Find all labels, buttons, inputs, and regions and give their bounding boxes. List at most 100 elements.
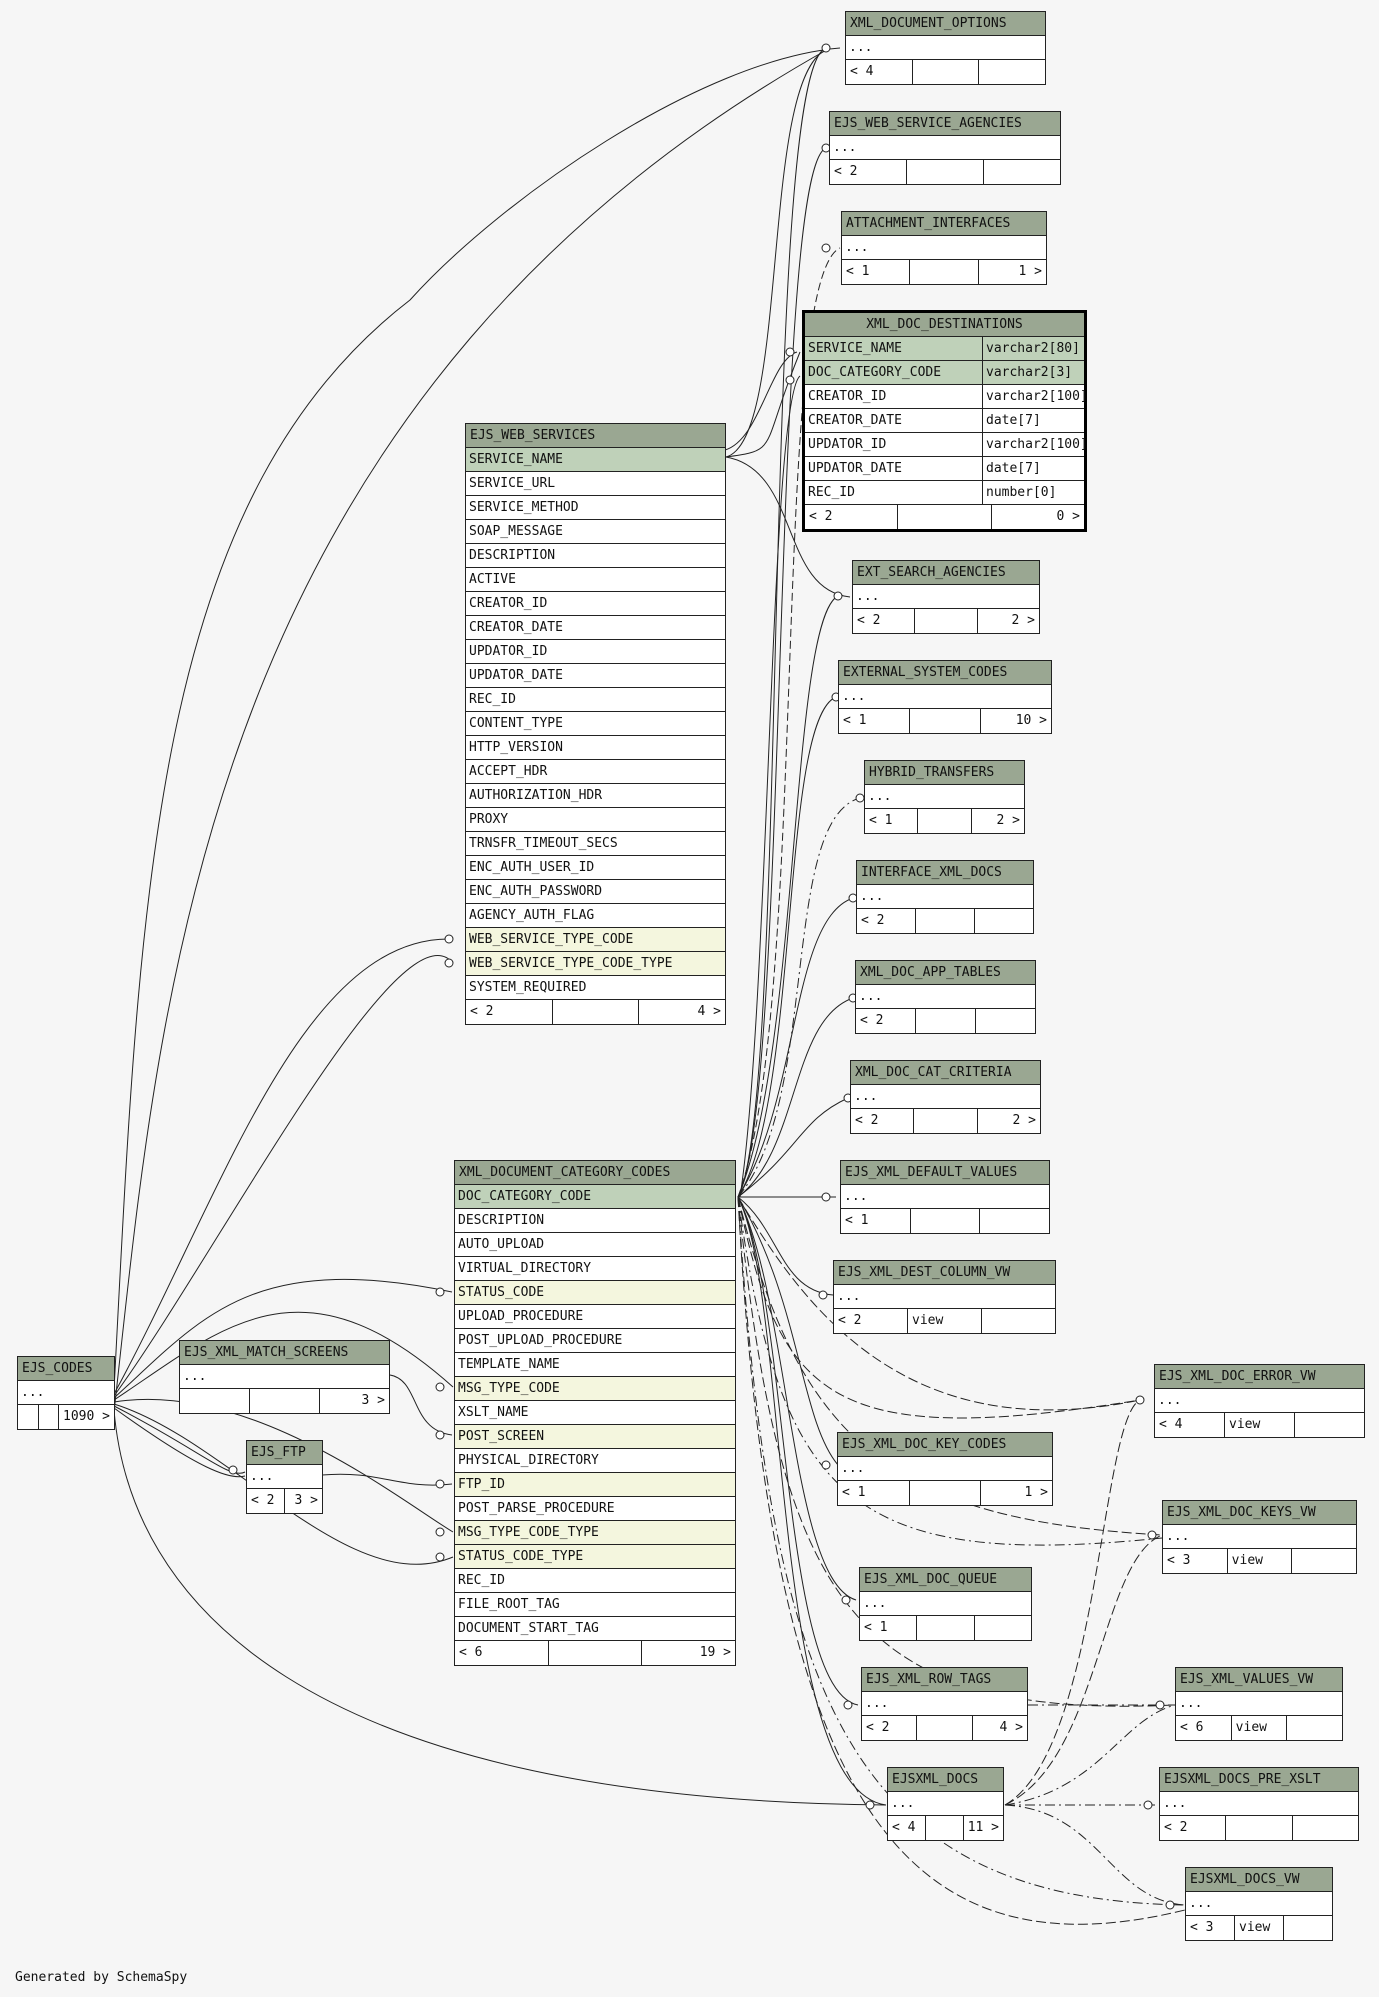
parent-count[interactable]: < 1 (864, 1620, 888, 1635)
table-name[interactable]: EJS_WEB_SERVICES (466, 424, 725, 448)
column-row[interactable]: SOAP_MESSAGE (466, 520, 725, 544)
table-ejs-ftp[interactable]: EJS_FTP... < 2 3 > (246, 1440, 323, 1514)
child-count[interactable]: 3 > (284, 1489, 322, 1513)
table-name[interactable]: EJSXML_DOCS (888, 1768, 1003, 1792)
parent-count[interactable]: < 4 (1159, 1417, 1183, 1432)
column-ellipsis[interactable]: ... (888, 1792, 1003, 1816)
row-count[interactable] (547, 1641, 642, 1665)
column-row[interactable]: AUTO_UPLOAD (455, 1233, 735, 1257)
column-ellipsis[interactable]: ... (180, 1365, 389, 1389)
child-count[interactable]: 4 > (971, 1716, 1027, 1740)
table-ejs-web-service-agencies[interactable]: EJS_WEB_SERVICE_AGENCIES...< 2 (829, 111, 1061, 185)
row-count[interactable] (915, 909, 974, 933)
column-row[interactable]: POST_UPLOAD_PROCEDURE (455, 1329, 735, 1353)
child-count[interactable] (983, 160, 1060, 184)
child-count[interactable] (975, 1009, 1035, 1033)
parent-count[interactable]: < 2 (251, 1493, 275, 1508)
row-count[interactable] (909, 1209, 980, 1233)
column-row[interactable]: PHYSICAL_DIRECTORY (455, 1449, 735, 1473)
column-row[interactable]: STATUS_CODE_TYPE (455, 1545, 735, 1569)
row-count[interactable] (909, 260, 977, 284)
row-count[interactable] (908, 1481, 981, 1505)
row-count[interactable] (897, 505, 990, 529)
child-count[interactable] (1291, 1816, 1358, 1840)
column-row[interactable]: AGENCY_AUTH_FLAG (466, 904, 725, 928)
row-count[interactable] (909, 709, 980, 733)
child-count[interactable] (1294, 1413, 1364, 1437)
column-ellipsis[interactable]: ... (862, 1692, 1027, 1716)
parent-count[interactable] (18, 1405, 38, 1429)
table-name[interactable]: EJS_WEB_SERVICE_AGENCIES (830, 112, 1060, 136)
table-xml-document-options[interactable]: XML_DOCUMENT_OPTIONS...< 4 (845, 11, 1046, 85)
column-row[interactable]: TRNSFR_TIMEOUT_SECS (466, 832, 725, 856)
column-ellipsis[interactable]: ... (247, 1465, 322, 1489)
parent-count[interactable]: < 6 (459, 1645, 483, 1660)
parent-count[interactable]: < 3 (1167, 1553, 1191, 1568)
child-count[interactable] (974, 909, 1033, 933)
table-name[interactable]: EJS_XML_MATCH_SCREENS (180, 1341, 389, 1365)
row-count[interactable] (911, 60, 979, 84)
parent-count[interactable]: < 2 (809, 509, 833, 524)
column-row[interactable]: TEMPLATE_NAME (455, 1353, 735, 1377)
column-row[interactable]: UPDATOR_ID (466, 640, 725, 664)
parent-count[interactable]: < 1 (842, 1485, 866, 1500)
child-count[interactable]: 1 > (977, 260, 1046, 284)
child-count[interactable] (1291, 1549, 1356, 1573)
child-count[interactable] (1286, 1716, 1342, 1740)
child-count[interactable] (978, 60, 1045, 84)
table-name[interactable]: EJS_FTP (247, 1441, 322, 1465)
table-ejs-codes[interactable]: EJS_CODES...1090 > (17, 1356, 115, 1430)
row-count[interactable] (914, 609, 976, 633)
table-name[interactable]: EJSXML_DOCS_PRE_XSLT (1160, 1768, 1358, 1792)
column-row[interactable]: CONTENT_TYPE (466, 712, 725, 736)
column-row[interactable]: SERVICE_METHOD (466, 496, 725, 520)
column-ellipsis[interactable]: ... (842, 236, 1046, 260)
column-row[interactable]: POST_SCREEN (455, 1425, 735, 1449)
table-name[interactable]: EXTERNAL_SYSTEM_CODES (839, 661, 1051, 685)
row-count[interactable]: view (1230, 1716, 1287, 1740)
table-name[interactable]: EJS_XML_DEFAULT_VALUES (841, 1161, 1049, 1185)
table-name[interactable]: HYBRID_TRANSFERS (865, 761, 1024, 785)
column-row[interactable]: UPDATOR_DATE (466, 664, 725, 688)
table-ejs-xml-doc-queue[interactable]: EJS_XML_DOC_QUEUE...< 1 (859, 1567, 1032, 1641)
column-row[interactable]: UPLOAD_PROCEDURE (455, 1305, 735, 1329)
table-name[interactable]: EJS_XML_VALUES_VW (1176, 1668, 1342, 1692)
column-ellipsis[interactable]: ... (860, 1592, 1031, 1616)
column-row[interactable]: ENC_AUTH_USER_ID (466, 856, 725, 880)
row-count[interactable] (249, 1389, 319, 1413)
table-interface-xml-docs[interactable]: INTERFACE_XML_DOCS...< 2 (856, 860, 1034, 934)
row-count[interactable]: view (1226, 1549, 1292, 1573)
row-count[interactable] (915, 1009, 975, 1033)
column-row[interactable]: REC_ID (455, 1569, 735, 1593)
column-row[interactable]: POST_PARSE_PROCEDURE (455, 1497, 735, 1521)
child-count[interactable] (973, 1616, 1031, 1640)
column-row[interactable]: DOC_CATEGORY_CODE (455, 1185, 735, 1209)
row-count[interactable] (913, 1109, 976, 1133)
child-count[interactable]: 2 > (976, 1109, 1040, 1133)
column-ellipsis[interactable]: ... (1163, 1525, 1356, 1549)
table-name[interactable]: XML_DOC_DESTINATIONS (805, 313, 1084, 337)
parent-count[interactable]: < 2 (860, 1013, 884, 1028)
table-name[interactable]: EXT_SEARCH_AGENCIES (853, 561, 1039, 585)
column-row[interactable]: ACCEPT_HDR (466, 760, 725, 784)
column-row[interactable]: ENC_AUTH_PASSWORD (466, 880, 725, 904)
parent-count[interactable]: < 6 (1180, 1720, 1204, 1735)
column-row[interactable]: DESCRIPTION (455, 1209, 735, 1233)
table-xml-doc-app-tables[interactable]: XML_DOC_APP_TABLES...< 2 (855, 960, 1036, 1034)
column-ellipsis[interactable]: ... (834, 1285, 1055, 1309)
row-count[interactable] (906, 160, 983, 184)
table-name[interactable]: EJSXML_DOCS_VW (1186, 1868, 1332, 1892)
column-row[interactable]: SYSTEM_REQUIRED (466, 976, 725, 1000)
column-row[interactable]: XSLT_NAME (455, 1401, 735, 1425)
